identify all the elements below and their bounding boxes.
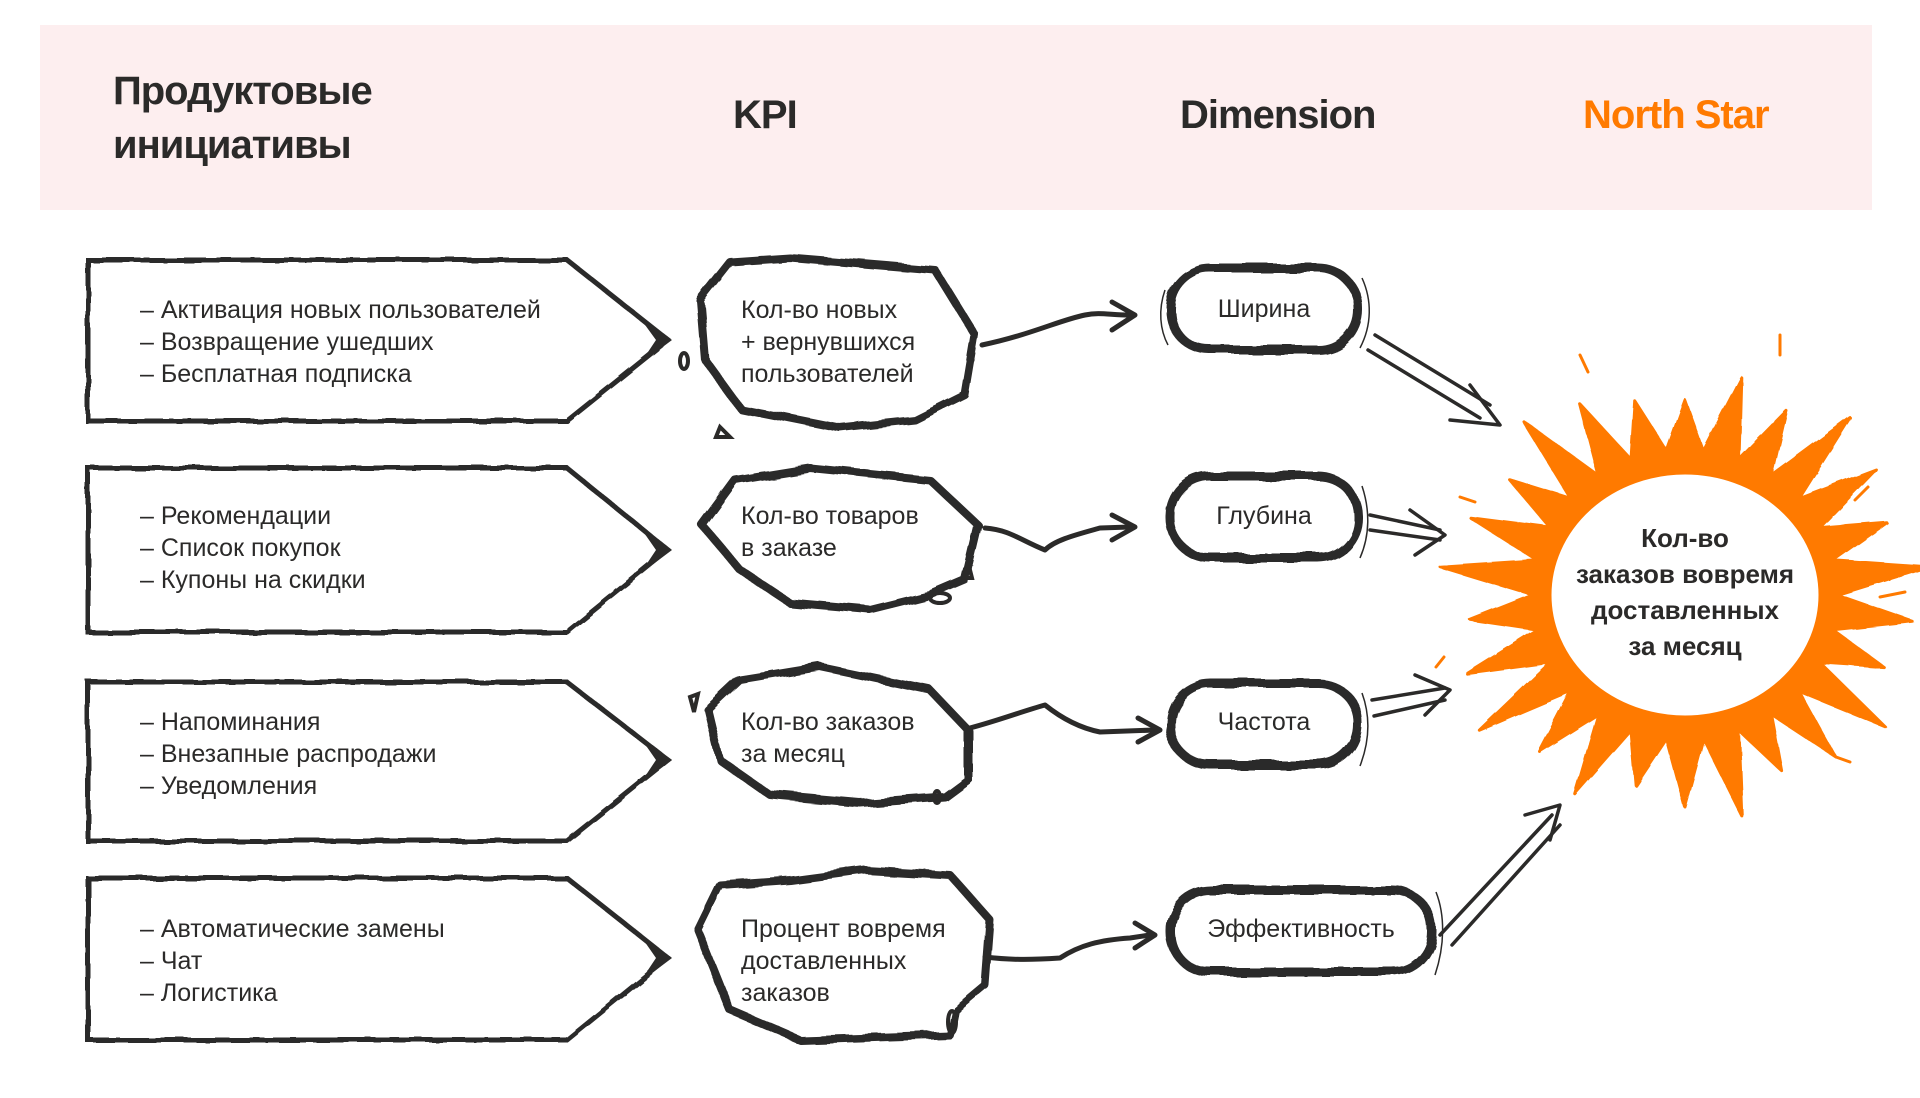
header-north-star-title: North Star (1583, 93, 1770, 137)
arrow-kpi-dim-4 (982, 932, 1153, 962)
initiative-item: – Напоминания (140, 708, 321, 736)
kpi-text-4: Процент вовремя доставленных заказов (741, 913, 946, 1009)
kpi-text-2: Кол-во товаров в заказе (741, 500, 919, 564)
dimension-label-4: Эффективность (1207, 915, 1395, 943)
kpi-line: пользователей (741, 360, 914, 388)
initiative-box-2 (85, 465, 672, 635)
dimension-oval-1 (1165, 263, 1363, 355)
kpi-blob-1 (696, 254, 979, 432)
north-star-label: Кол-во заказов вовремя доставленных за м… (1555, 520, 1815, 664)
kpi-line: заказов (741, 979, 830, 1007)
initiative-item: – Активация новых пользователей (140, 296, 541, 324)
kpi-blob-3 (704, 663, 972, 807)
initiative-item: – Бесплатная подписка (140, 360, 412, 388)
kpi-line: + вернувшихся (741, 328, 916, 356)
initiative-box-4 (85, 875, 672, 1043)
initiative-item: – Купоны на скидки (140, 566, 366, 594)
arrow-dim-ns-1 (1366, 333, 1502, 427)
header-band (40, 25, 1872, 210)
north-star-line: Кол-во (1641, 523, 1729, 553)
dimension-oval-3 (1165, 678, 1363, 770)
kpi-line: в заказе (741, 534, 837, 562)
initiative-item: – Чат (140, 947, 203, 975)
arrow-kpi-dim-3 (967, 702, 1158, 735)
dimension-label-2: Глубина (1216, 502, 1312, 530)
initiative-list-1: – Активация новых пользователей – Возвра… (140, 294, 541, 390)
north-star-line: заказов вовремя (1575, 559, 1795, 589)
dimension-label-1: Ширина (1217, 295, 1311, 323)
header-initiatives-line1: Продуктовые (113, 69, 373, 113)
kpi-blob-4 (694, 866, 994, 1044)
kpi-line: Кол-во заказов (741, 708, 915, 736)
kpi-line: за месяц (741, 740, 845, 768)
header-kpi-title: KPI (733, 93, 798, 137)
kpi-text-3: Кол-во заказов за месяц (741, 706, 915, 770)
header-dimension-title: Dimension (1180, 93, 1376, 137)
initiative-list-2: – Рекомендации – Список покупок – Купоны… (140, 500, 366, 596)
kpi-line: Процент вовремя (741, 915, 946, 943)
header-initiatives-title: Продуктовые инициативы (113, 64, 373, 172)
initiative-item: – Список покупок (140, 534, 341, 562)
initiative-list-3: – Напоминания – Внезапные распродажи – У… (140, 706, 437, 802)
north-star-sun (1438, 376, 1920, 818)
north-star-circle (1548, 471, 1822, 719)
dimension-label-3: Частота (1217, 708, 1311, 736)
header-initiatives-line2: инициативы (113, 123, 352, 167)
arrow-dim-ns-4 (1438, 803, 1562, 947)
initiative-item: – Возвращение ушедших (140, 328, 434, 356)
arrow-kpi-dim-1 (979, 311, 1133, 348)
arrow-dim-ns-3 (1370, 673, 1452, 718)
arrow-dim-ns-2 (1368, 508, 1447, 557)
initiative-item: – Автоматические замены (140, 915, 445, 943)
dimension-oval-4 (1165, 885, 1437, 977)
initiative-box-3 (85, 679, 673, 844)
initiative-item: – Рекомендации (140, 502, 332, 530)
north-star-line: за месяц (1628, 631, 1742, 661)
initiative-item: – Логистика (140, 979, 278, 1007)
kpi-line: доставленных (741, 947, 907, 975)
kpi-line: Кол-во товаров (741, 502, 919, 530)
initiative-item: – Внезапные распродажи (140, 740, 437, 768)
kpi-text-1: Кол-во новых + вернувшихся пользователей (741, 294, 915, 390)
dimension-oval-2 (1165, 471, 1363, 563)
arrow-kpi-dim-2 (982, 524, 1133, 553)
initiative-box-1 (85, 257, 673, 424)
initiative-item: – Уведомления (140, 772, 318, 800)
initiative-list-4: – Автоматические замены – Чат – Логистик… (140, 913, 445, 1009)
kpi-line: Кол-во новых (741, 296, 898, 324)
north-star-line: доставленных (1590, 595, 1780, 625)
